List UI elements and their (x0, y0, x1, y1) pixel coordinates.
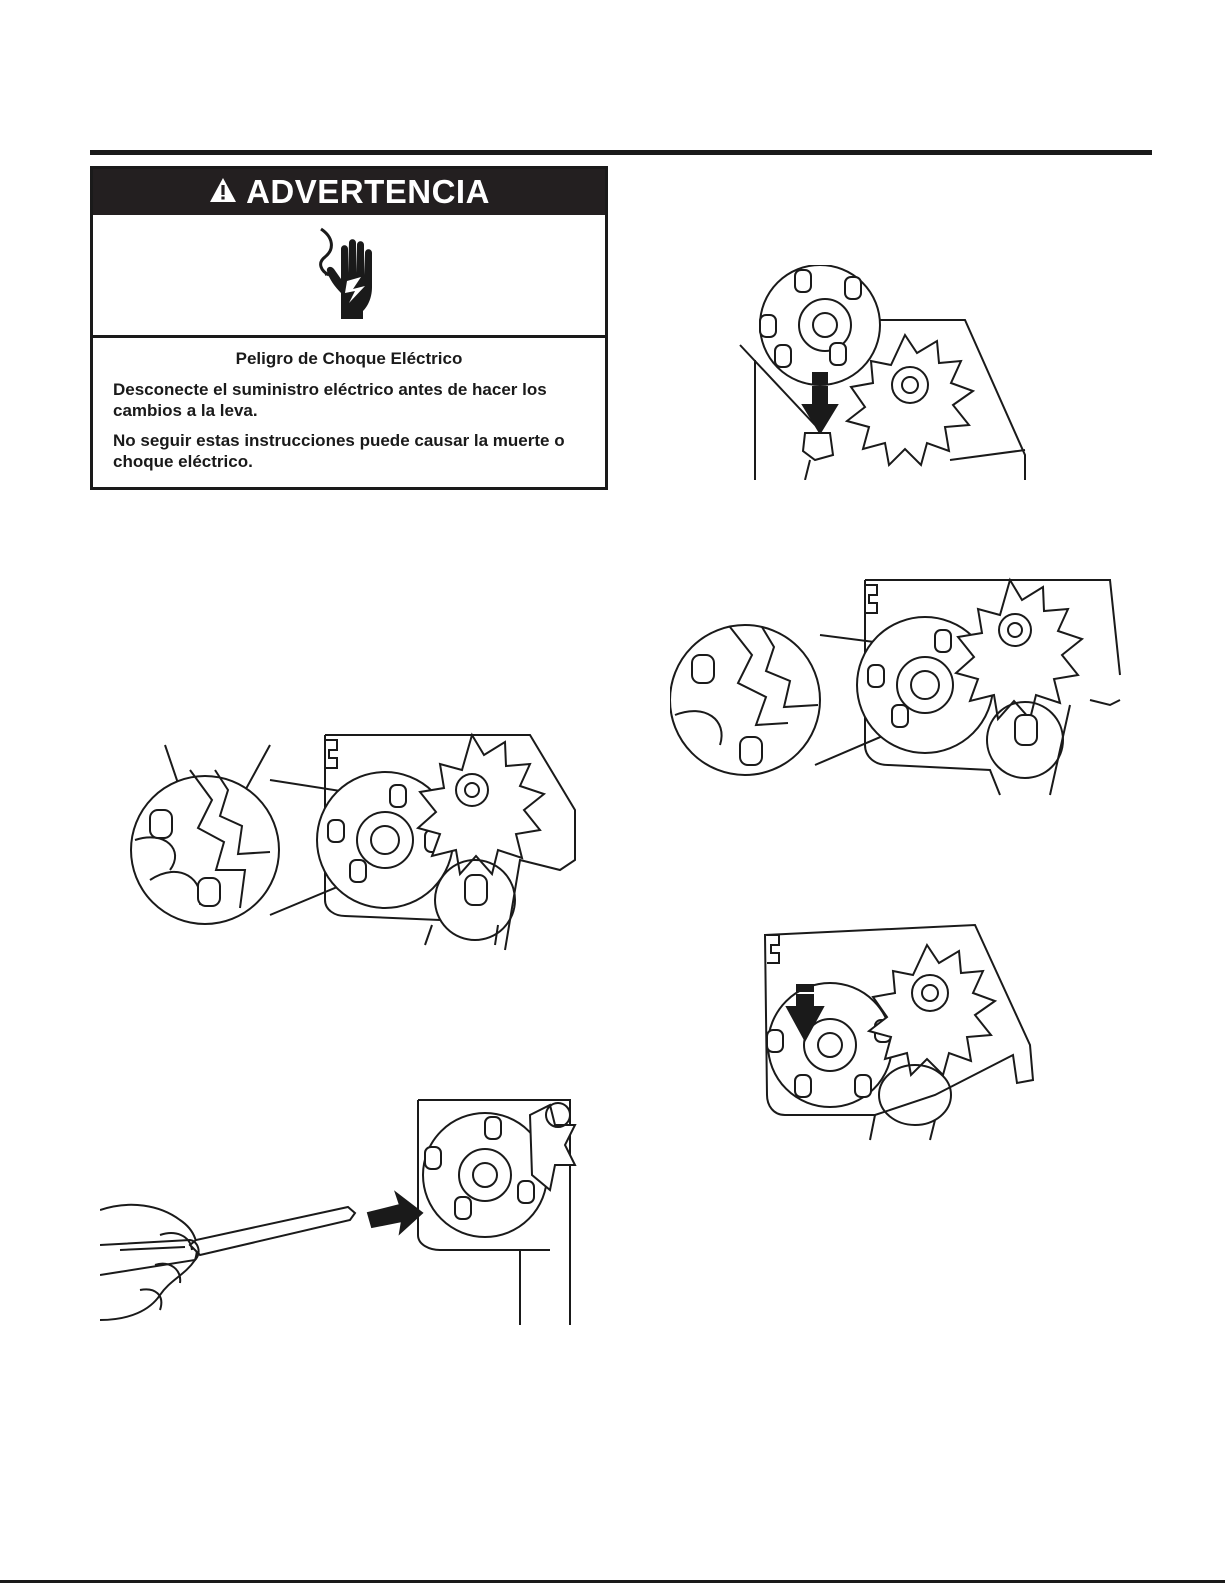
cam-install-illustration (755, 915, 1055, 1145)
electric-shock-hand-icon (299, 223, 399, 328)
warning-box: ADVERTENCIA Peligro de Choque Eléctrico … (90, 166, 608, 490)
warning-heading: ADVERTENCIA (246, 173, 490, 211)
screwdriver-illustration (100, 1095, 580, 1325)
cam-gear-zoom-illustration (670, 575, 1130, 805)
warning-header: ADVERTENCIA (93, 169, 605, 215)
cam-removal-illustration (735, 265, 1035, 480)
shock-icon-row (93, 215, 605, 338)
warning-body: Peligro de Choque Eléctrico Desconecte e… (93, 338, 605, 472)
warning-consequence: No seguir estas instrucciones puede caus… (113, 430, 585, 472)
hazard-title: Peligro de Choque Eléctrico (113, 348, 585, 369)
cam-gear-zoom-illustration (120, 730, 590, 960)
top-rule (90, 150, 1152, 155)
warning-instruction: Desconecte el suministro eléctrico antes… (113, 379, 585, 421)
bottom-rule (0, 1580, 1225, 1583)
warning-triangle-icon (208, 176, 238, 209)
